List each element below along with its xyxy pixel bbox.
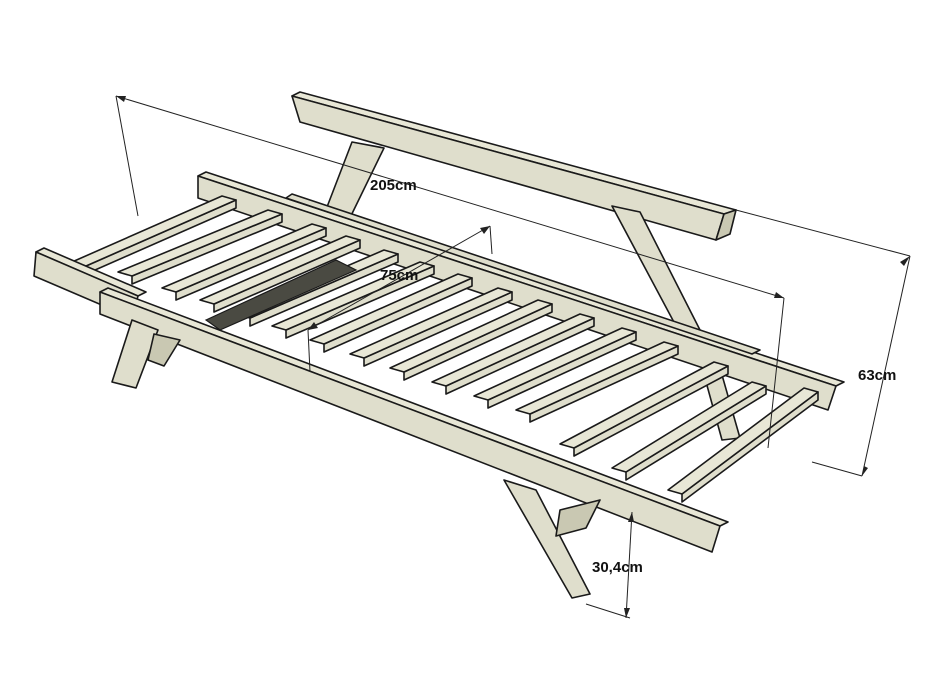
slat [611, 381, 767, 473]
dim-width: 75cm [307, 225, 493, 373]
dim-seat-height: 30,4cm [585, 511, 643, 619]
inner-rail [285, 193, 761, 355]
slat [271, 261, 435, 331]
backrest-beam [291, 91, 737, 241]
slat [117, 209, 283, 277]
slat [667, 387, 819, 495]
slat [349, 287, 513, 359]
slat [559, 361, 729, 449]
dim-height: 63cm [735, 209, 911, 477]
dim-height-label: 63cm [858, 367, 896, 384]
slat [431, 313, 595, 387]
slat [161, 223, 327, 293]
front-leg-right [503, 479, 601, 599]
dim-seat-height-label: 30,4cm [592, 559, 643, 576]
dim-length: 205cm [115, 95, 785, 449]
slat [389, 299, 553, 373]
slat [199, 235, 361, 305]
slat-edge [681, 391, 819, 503]
slat [309, 273, 473, 345]
slats [71, 195, 819, 503]
front-rail [99, 287, 729, 553]
slat [515, 341, 679, 415]
dim-width-label: 75cm [380, 267, 418, 284]
slat [71, 195, 237, 267]
dim-length-label: 205cm [370, 177, 417, 194]
front-leg-left [111, 319, 181, 389]
slat [473, 327, 637, 401]
shadow-panel [204, 259, 358, 331]
